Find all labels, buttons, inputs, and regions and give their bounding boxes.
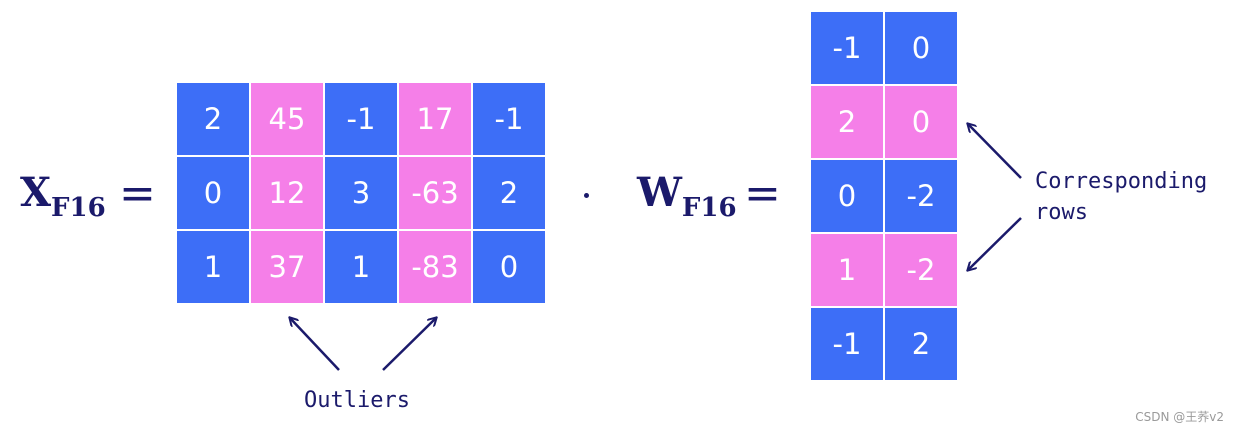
watermark: CSDN @王荞v2 — [1135, 410, 1224, 424]
x-cell-normal: -1 — [473, 83, 545, 155]
w-cell-outlier: 2 — [811, 86, 883, 158]
x-cell-normal: 0 — [177, 157, 249, 229]
outliers-annotation: Outliers — [304, 388, 410, 413]
x-cell-outlier: 17 — [399, 83, 471, 155]
row-arrow-top — [968, 124, 1022, 179]
row-arrow-bottom — [968, 217, 1022, 270]
x-cell-normal: 1 — [177, 231, 249, 303]
w-equals-sign: = — [744, 168, 781, 219]
x-cell-outlier: 45 — [251, 83, 323, 155]
x-cell-outlier: 37 — [251, 231, 323, 303]
x-cell-outlier: -83 — [399, 231, 471, 303]
outlier-arrow-right — [382, 318, 436, 371]
multiplication-dot — [584, 193, 589, 198]
w-cell-normal: -2 — [885, 160, 957, 232]
w-cell-normal: 2 — [885, 308, 957, 380]
outlier-arrow-left — [290, 318, 340, 371]
w-cell-outlier: 0 — [885, 86, 957, 158]
x-cell-normal: 3 — [325, 157, 397, 229]
x-cell-normal: 2 — [473, 157, 545, 229]
x-cell-outlier: 12 — [251, 157, 323, 229]
x-cell-normal: 2 — [177, 83, 249, 155]
x-cell-normal: -1 — [325, 83, 397, 155]
x-label-subscript: F16 — [51, 193, 106, 223]
corresponding-rows-annotation: Corresponding rows — [1035, 169, 1208, 225]
x-cell-normal: 0 — [473, 231, 545, 303]
w-cell-outlier: 1 — [811, 234, 883, 306]
w-label-main: W — [637, 169, 682, 216]
w-label-subscript: F16 — [681, 193, 737, 223]
w-cell-normal: -1 — [811, 12, 883, 84]
x-matrix-label: XF16 — [20, 173, 106, 222]
w-cell-normal: 0 — [885, 12, 957, 84]
w-matrix-label: WF16 — [637, 173, 737, 222]
w-cell-normal: 0 — [811, 160, 883, 232]
w-cell-outlier: -2 — [885, 234, 957, 306]
x-cell-normal: 1 — [325, 231, 397, 303]
x-equals-sign: = — [119, 168, 156, 219]
w-cell-normal: -1 — [811, 308, 883, 380]
x-label-main: X — [20, 169, 52, 216]
x-cell-outlier: -63 — [399, 157, 471, 229]
